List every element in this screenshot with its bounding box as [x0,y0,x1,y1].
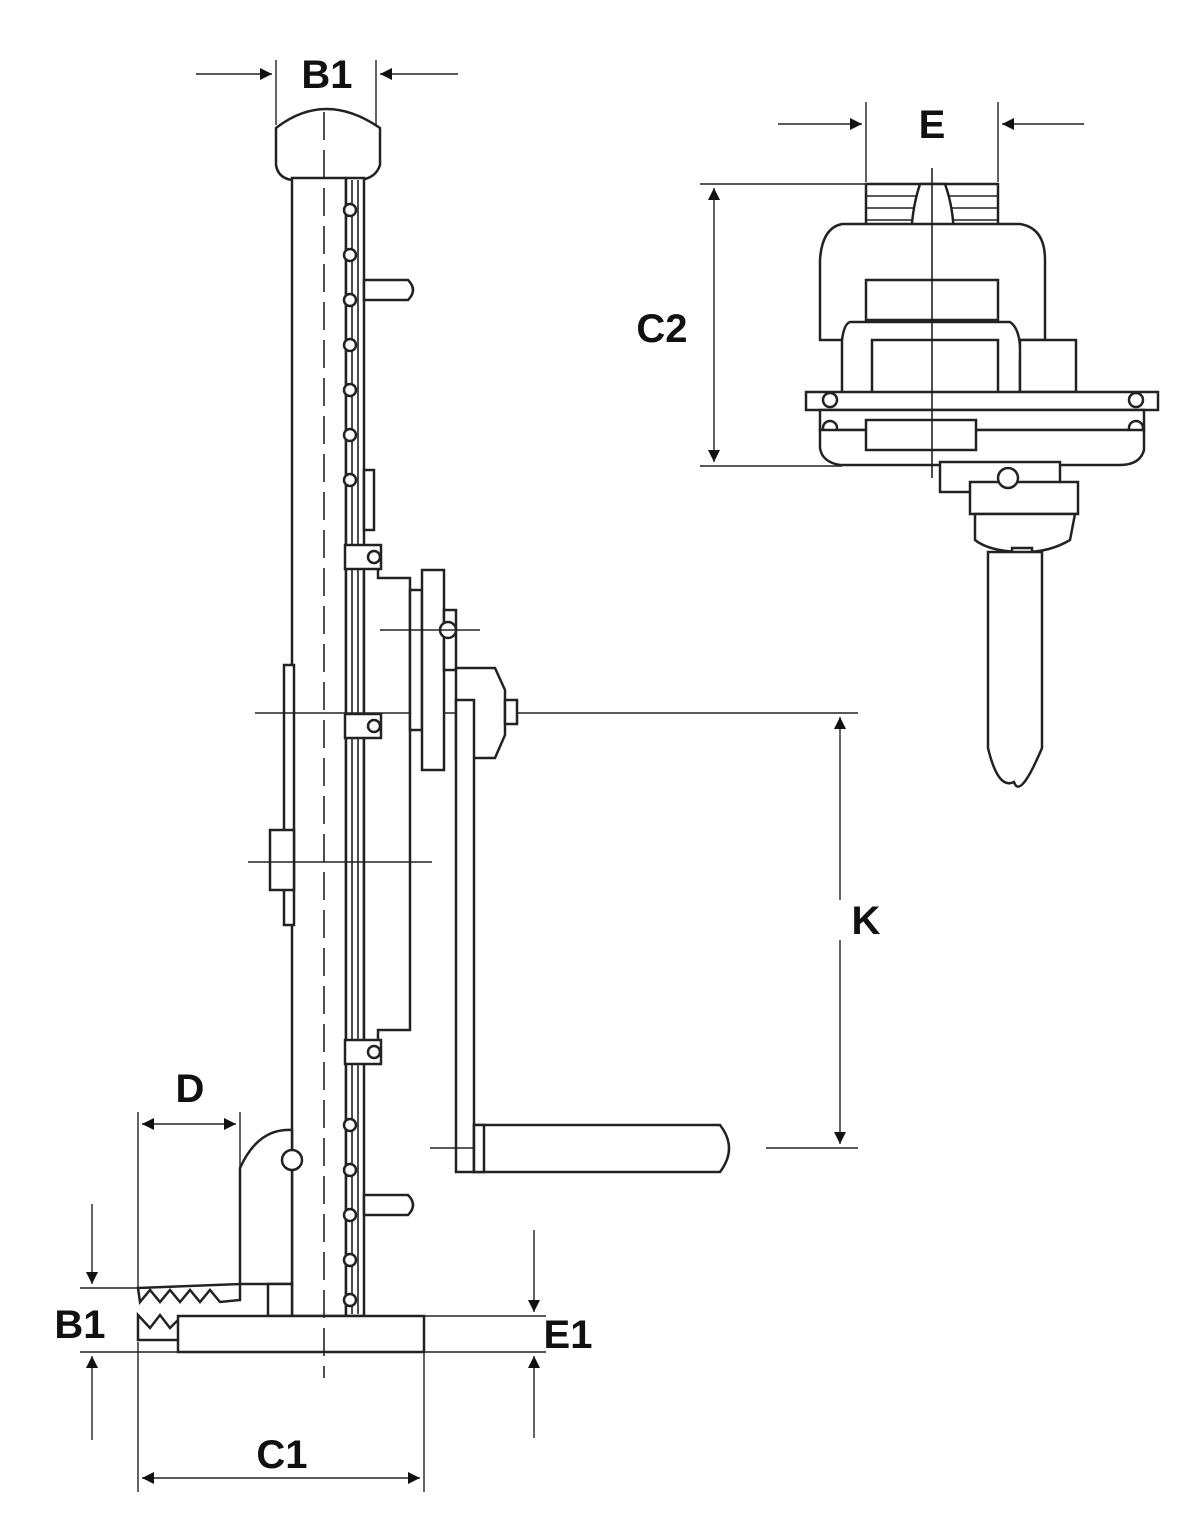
side-view-jack [136,107,731,1378]
label-b1-top: B1 [301,53,352,97]
dimension-c1 [137,1342,425,1492]
dimension-b1-bottom [80,1204,178,1440]
dimension-e [778,102,1084,182]
dimension-b1-top [196,60,458,125]
label-c2: C2 [636,307,687,351]
dimension-k [530,712,858,1149]
label-c1: C1 [256,1433,307,1477]
label-e1: E1 [544,1313,593,1357]
rack-teeth [342,202,358,1308]
dimension-d [137,1112,241,1290]
label-e: E [919,103,946,147]
label-k: K [852,899,881,943]
dimension-c2 [700,183,866,467]
dimension-e1 [424,1230,546,1438]
label-b1-bottom: B1 [54,1303,105,1347]
label-d: D [176,1067,205,1111]
top-view-jack [804,168,1160,788]
